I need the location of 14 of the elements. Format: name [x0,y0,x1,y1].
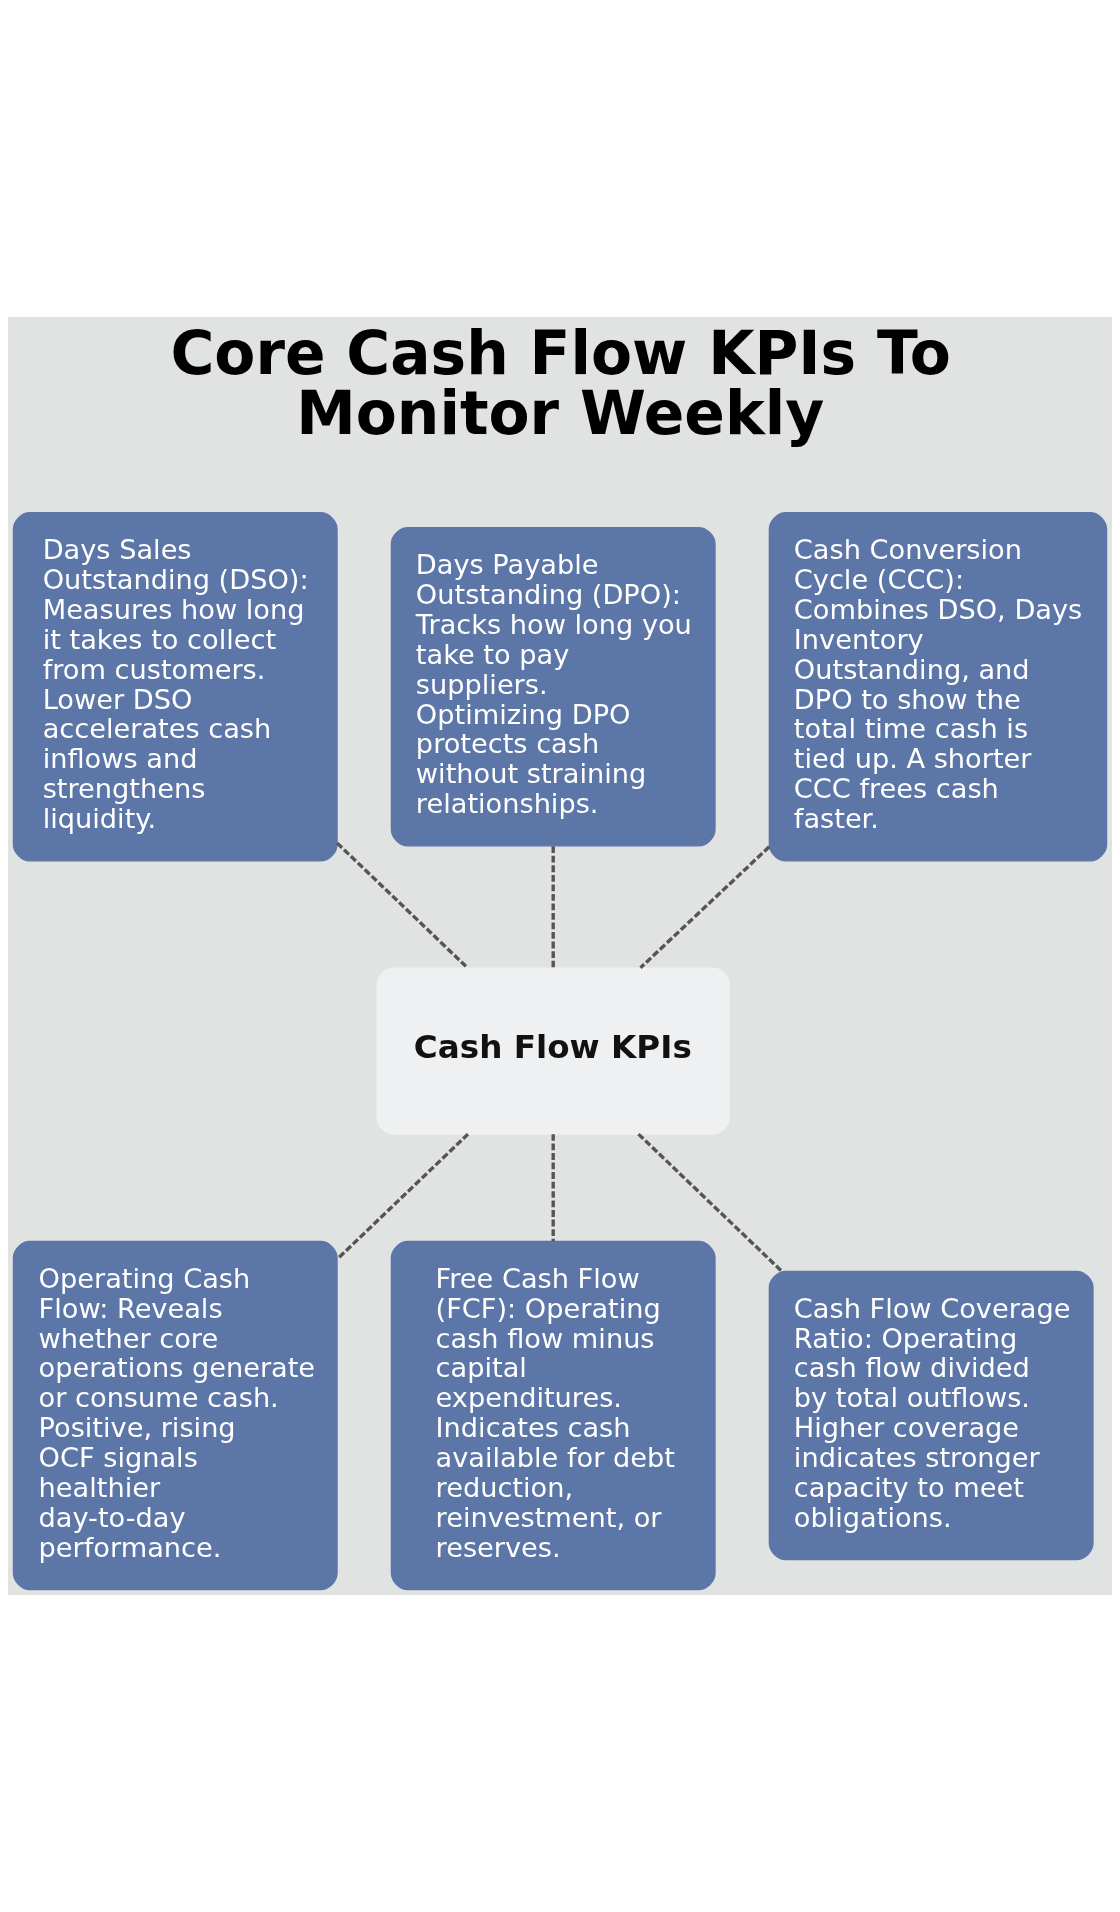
node-box: Cash Conversion Cycle (CCC): Combines DSO, Days Inventory Outstanding, and DPO to show the total time cash is tied up. A shorter CCC frees cash faster. [768,512,1108,862]
node-box: Days Payable Outstanding (DPO): Tracks how long you take to pay suppliers. Optimizing DPO protects cash without straining relationships. [390,527,716,847]
connector [336,1132,470,1261]
connector [637,1132,784,1273]
connector [336,841,469,970]
node-box: Cash Flow Coverage Ratio: Operating cash flow divided by total outflows. Higher coverage indicates stronger capacity to meet obligations. [768,1270,1094,1561]
node-box: Cash Flow KPIs [376,967,730,1135]
connector [551,1134,555,1242]
connector [639,845,771,969]
connector [551,846,555,968]
node-box: Operating Cash Flow: Reveals whether core operations generate or consume cash. Positive, rising OCF signals healthier day-to-day performance. [12,1240,338,1591]
node-box: Days Sales Outstanding (DSO): Measures how long it takes to collect from customers. Lower DSO accelerates cash inflows and strengthens liquidity. [12,512,338,862]
node-box: Free Cash Flow (FCF): Operating cash flow minus capital expenditures. Indicates cash available for debt reduction, reinvestment, or reserves. [390,1240,716,1591]
diagram-title: Core Cash Flow KPIs To Monitor Weekly [170,318,951,449]
